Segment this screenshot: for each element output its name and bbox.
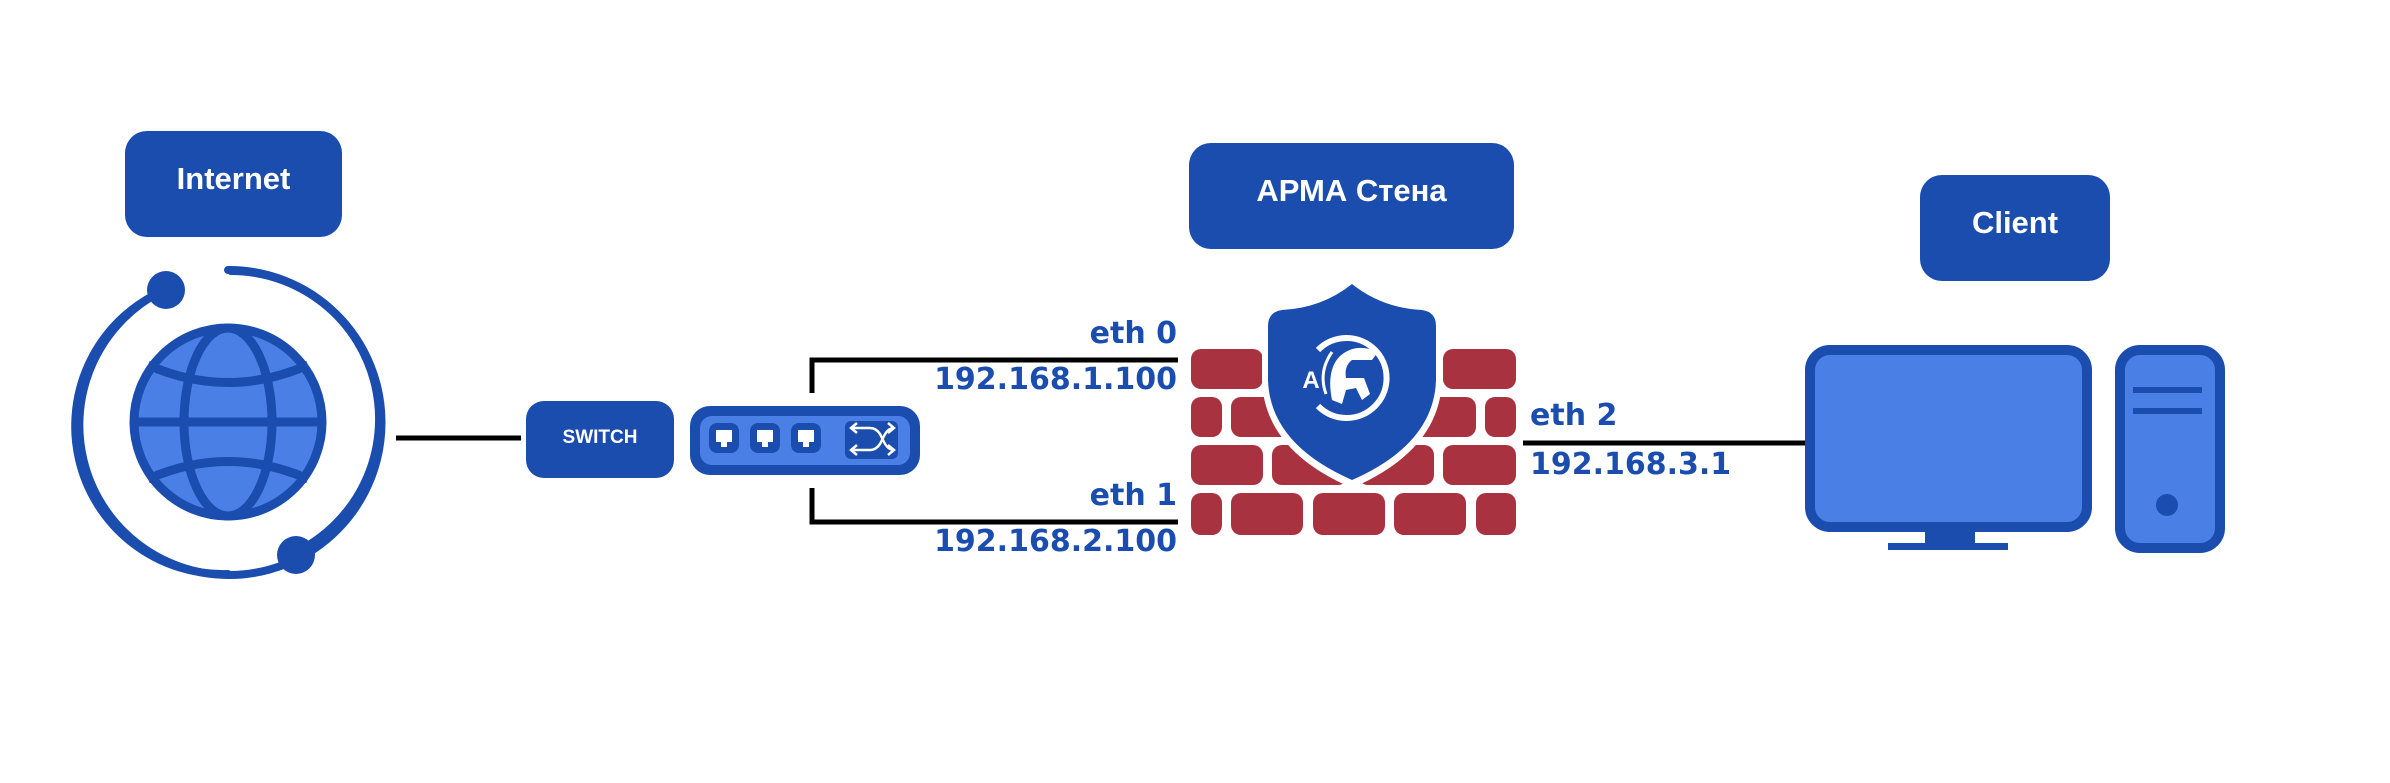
switch-label-text: SWITCH (562, 427, 638, 448)
firewall-shield-icon: A (1262, 278, 1442, 488)
link-switch-eth0 (809, 357, 1178, 393)
ethernet-port-icon (750, 423, 780, 453)
eth2-name: eth 2 (1530, 398, 1618, 433)
ethernet-port-icon (709, 423, 739, 453)
eth1-ip: 192.168.2.100 (934, 524, 1177, 559)
desktop-computer-icon (1805, 345, 2225, 553)
eth2-ip: 192.168.3.1 (1530, 447, 1732, 482)
spartan-helmet-logo-icon: A (1302, 335, 1390, 421)
network-switch-icon (690, 406, 920, 475)
brick-wall-icon (1191, 349, 1516, 535)
eth0-ip: 192.168.1.100 (934, 362, 1177, 397)
connection-lines (396, 357, 1808, 525)
switch-label: SWITCH (526, 401, 674, 478)
client-label: Client (1920, 175, 2110, 281)
monitor-icon (1805, 345, 2092, 550)
eth1-name: eth 1 (1089, 478, 1177, 513)
internet-label: Internet (125, 131, 342, 237)
computer-tower-icon (2115, 345, 2225, 553)
internet-label-text: Internet (176, 161, 291, 196)
client-label-text: Client (1971, 205, 2059, 240)
svg-text:A: A (1302, 367, 1319, 394)
link-switch-eth1 (809, 488, 1178, 525)
crossover-arrows-icon (845, 421, 898, 459)
ethernet-port-icon (791, 423, 821, 453)
firewall-label-text: АРМА Стена (1256, 173, 1447, 208)
globe-icon (71, 265, 386, 579)
eth0-name: eth 0 (1089, 316, 1177, 351)
firewall-label: АРМА Стена (1189, 143, 1514, 249)
